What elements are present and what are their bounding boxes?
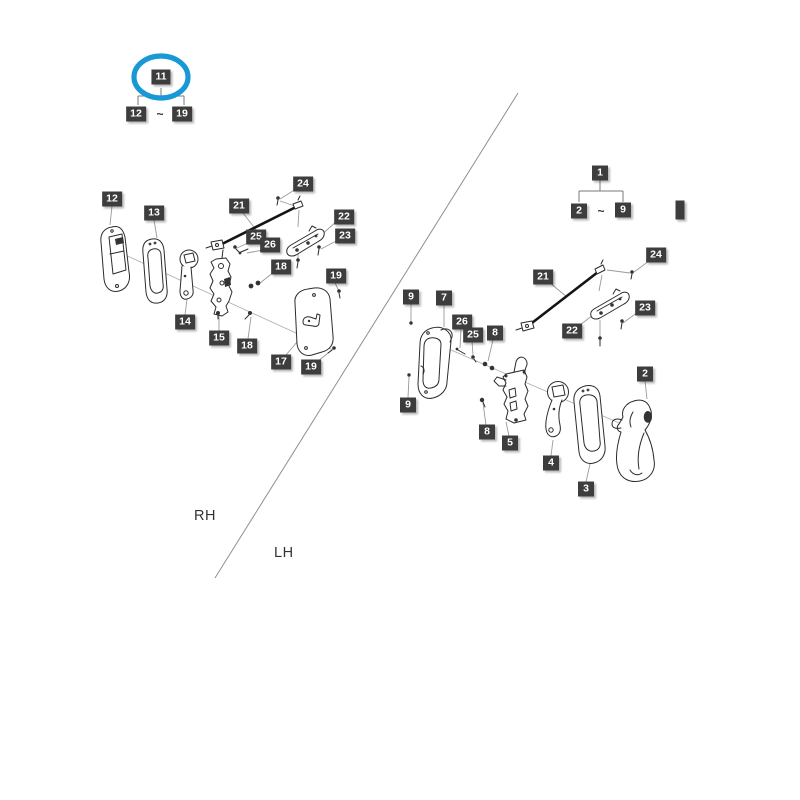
part-label-label-24-left[interactable]: 24 (293, 176, 313, 192)
part-label-label-21-left[interactable]: 21 (229, 198, 249, 214)
part-5-latch-mechanism (493, 356, 529, 424)
rh-side-label: RH (194, 508, 216, 524)
part-label-ref-11[interactable]: 11 (151, 69, 171, 85)
part-21-left-rod (205, 195, 304, 251)
highlight-circle (131, 53, 191, 101)
part-22-left-striker (286, 225, 325, 257)
right-group-bracket (578, 180, 624, 202)
left-screws (233, 196, 341, 354)
part-label-label-4[interactable]: 4 (543, 455, 559, 471)
part-label-label-5[interactable]: 5 (502, 435, 518, 451)
part-label-label-26-left[interactable]: 26 (260, 237, 280, 253)
part-label-label-19-left-lower[interactable]: 19 (301, 359, 321, 375)
part-label-label-12[interactable]: 12 (102, 191, 122, 207)
part-17-cover-plate (294, 287, 334, 356)
part-15-latch-mechanism (209, 249, 233, 320)
part-label-label-14[interactable]: 14 (175, 314, 195, 330)
part-label-label-8-right-lower[interactable]: 8 (479, 424, 495, 440)
part-label-label-21-right[interactable]: 21 (533, 269, 553, 285)
part-label-label-8-right-upper[interactable]: 8 (487, 325, 503, 341)
part-label-label-3[interactable]: 3 (578, 481, 594, 497)
part-label-label-23-left[interactable]: 23 (335, 228, 355, 244)
part-label-ref-range-19[interactable]: 19 (172, 106, 192, 122)
part-22-right-striker (590, 288, 630, 320)
part-label-ref-tilde-left: ~ (156, 107, 164, 121)
part-label-label-7[interactable]: 7 (436, 290, 452, 306)
part-label-label-26-right[interactable]: 26 (452, 314, 472, 330)
part-label-ref-tilde-right: ~ (597, 204, 605, 218)
part-label-label-15[interactable]: 15 (209, 330, 229, 346)
part-4-handle-lever (545, 381, 569, 438)
lh-side-label: LH (274, 545, 294, 561)
part-label-ref-range-2[interactable]: 2 (571, 203, 587, 219)
part-21-right-rod (515, 259, 606, 332)
part-14-handle-lever (179, 249, 199, 300)
part-label-label-17[interactable]: 17 (271, 354, 291, 370)
part-label-label-9-right-lower[interactable]: 9 (400, 397, 416, 413)
part-7-handle-housing (417, 326, 453, 399)
part-label-label-24-right[interactable]: 24 (646, 247, 666, 263)
part-label-label-25-right[interactable]: 25 (463, 327, 483, 343)
right-screws (407, 270, 634, 408)
part-label-label-23-right[interactable]: 23 (635, 300, 655, 316)
part-label-label-18-left-upper[interactable]: 18 (271, 259, 291, 275)
part-label-label-22-left[interactable]: 22 (334, 209, 354, 225)
right-leader-lines (407, 260, 650, 483)
part-label-label-13[interactable]: 13 (144, 205, 164, 221)
part-12-handle-housing (100, 226, 130, 292)
part-label-ref-range-12[interactable]: 12 (126, 106, 146, 122)
part-label-ref-1[interactable]: 1 (592, 165, 608, 181)
part-label-label-19-left-upper[interactable]: 19 (326, 268, 346, 284)
part-label-label-18-left-lower[interactable]: 18 (237, 338, 257, 354)
part-13-gasket (142, 238, 168, 304)
rh-lh-divider-line (214, 92, 519, 579)
part-label-ref-range-9[interactable]: 9 (615, 202, 631, 218)
part-3-gasket (573, 385, 606, 464)
part-label-label-edge-cropped[interactable] (675, 200, 685, 220)
part-2-door-handle (611, 399, 655, 482)
part-label-label-9-right-upper[interactable]: 9 (403, 289, 419, 305)
part-label-label-2[interactable]: 2 (637, 366, 653, 382)
right-assembly-axis (427, 339, 641, 433)
part-label-label-22-right[interactable]: 22 (562, 323, 582, 339)
